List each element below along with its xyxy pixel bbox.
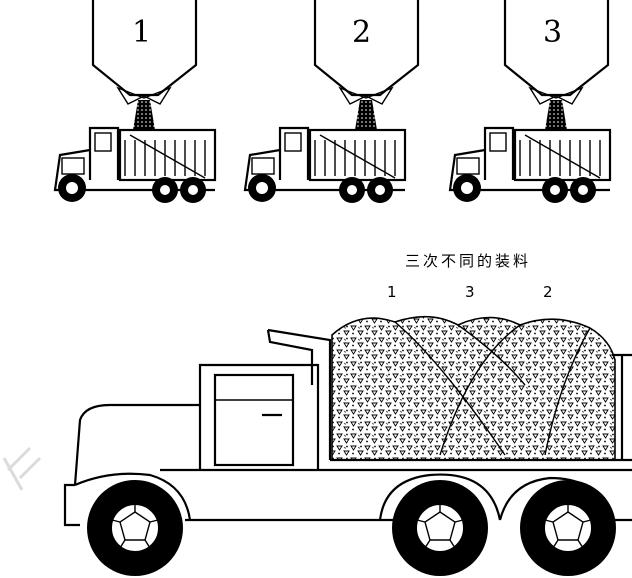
loading-caption: 三次不同的装料 xyxy=(405,252,531,270)
load-order-3: 2 xyxy=(543,283,553,301)
load-order-2: 3 xyxy=(465,283,475,301)
load-order-1: 1 xyxy=(387,283,397,301)
gravel-load xyxy=(331,315,616,461)
loading-unit-2: 2 xyxy=(243,0,420,203)
hopper-3-label: 3 xyxy=(543,15,562,50)
large-truck xyxy=(63,315,632,576)
loading-unit-1: 1 xyxy=(53,0,217,203)
rear-wheel-2 xyxy=(520,480,616,576)
small-truck-3 xyxy=(448,126,612,203)
hopper-1: 1 xyxy=(91,0,198,130)
hopper-2: 2 xyxy=(313,0,420,130)
hopper-1-label: 1 xyxy=(132,15,151,50)
front-wheel xyxy=(87,480,183,576)
decorative-mark xyxy=(2,446,42,491)
small-truck-1 xyxy=(53,126,217,203)
small-truck-2 xyxy=(243,126,407,203)
hopper-2-label: 2 xyxy=(352,15,371,50)
loading-unit-3: 3 xyxy=(448,0,612,203)
hopper-3: 3 xyxy=(503,0,610,130)
rear-wheel-1 xyxy=(392,480,488,576)
